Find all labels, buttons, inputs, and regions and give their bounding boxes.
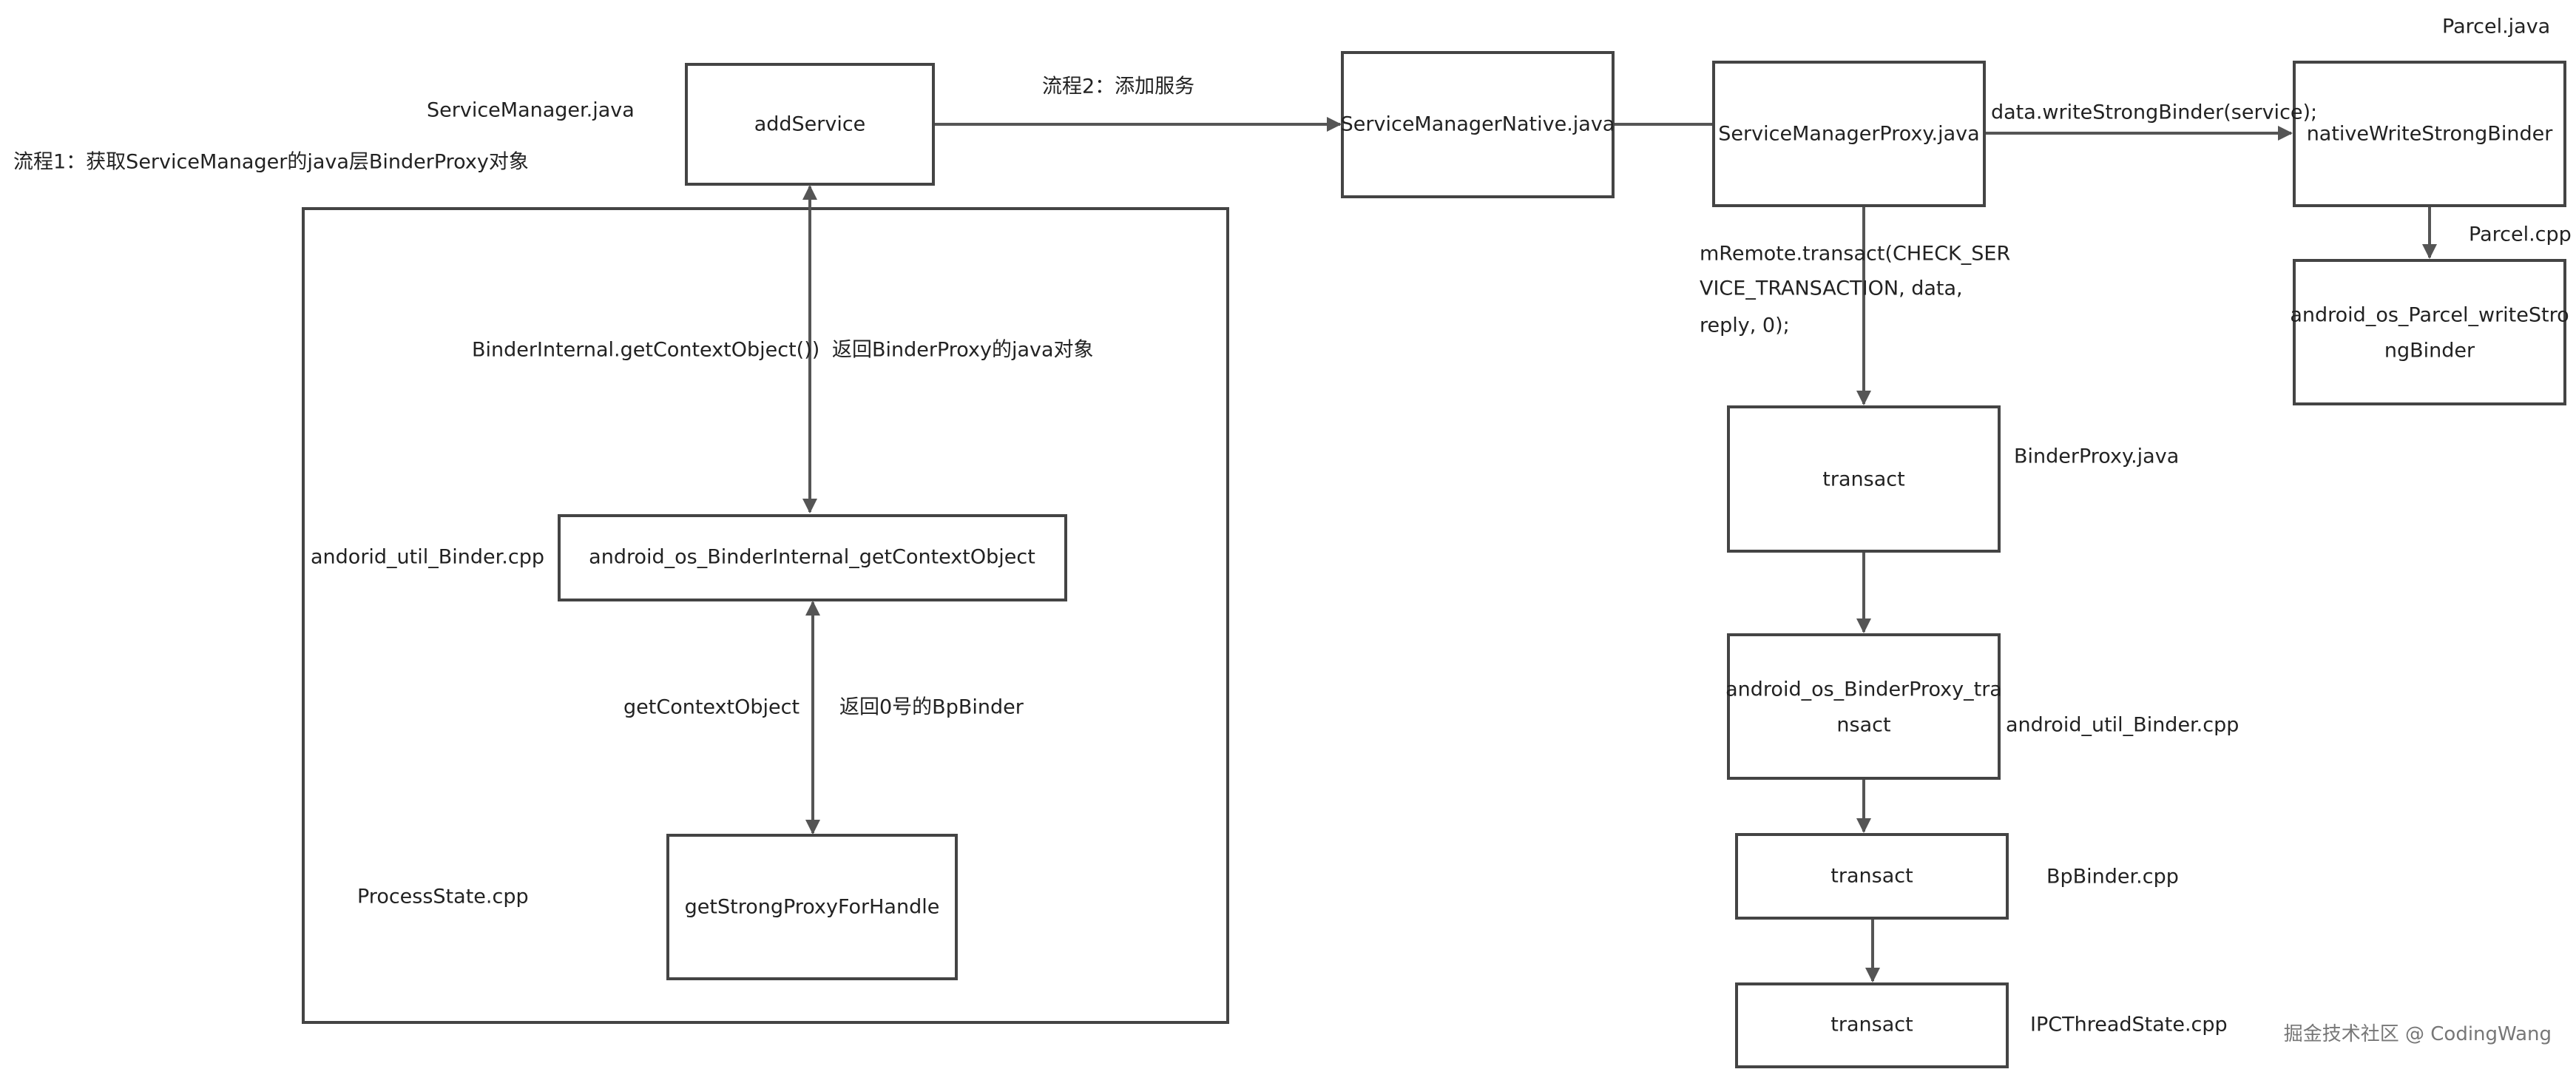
label-binder-proxy-java: BinderProxy.java [2014,445,2179,468]
node-android-os-parcel-write-strong-binder-box [2293,259,2566,405]
node-service-manager-native: ServiceManagerNative.java [1341,113,1615,136]
label-android-util-binder-cpp: android_util_Binder.cpp [2006,714,2239,737]
label-service-manager-java: ServiceManager.java [427,99,635,122]
node-add-service: addService [754,113,866,136]
node-transact-binder-proxy: transact [1822,468,1904,491]
label-remote-transact-line3: reply, 0); [1700,314,1790,337]
node-binder-proxy-transact-box [1727,633,2001,780]
node-service-manager-native-box [1341,51,1615,198]
node-transact-ipc-thread-state-box [1735,982,2009,1068]
node-android-os-parcel-write-strong-binder-line2: ngBinder [2384,340,2475,363]
node-get-strong-proxy-for-handle-box [666,834,958,980]
node-service-manager-proxy: ServiceManagerProxy.java [1718,123,1979,146]
label-remote-transact-line1: mRemote.transact(CHECK_SER [1700,243,2010,266]
label-flow2: 流程2：添加服务 [1042,75,1194,98]
label-binder-internal-get-context: BinderInternal.getContextObject()) [472,339,819,362]
node-transact-ipc-thread-state: transact [1830,1014,1913,1036]
label-ipc-thread-state-cpp: IPCThreadState.cpp [2030,1014,2228,1036]
label-process-state-cpp: ProcessState.cpp [357,886,529,908]
label-bp-binder-cpp: BpBinder.cpp [2046,866,2179,889]
label-get-context-object: getContextObject [623,696,799,719]
node-native-write-strong-binder-box [2293,61,2566,207]
process-frame [302,207,1229,1024]
node-transact-binder-proxy-box [1727,405,2001,553]
label-return-bp-binder: 返回0号的BpBinder [839,696,1024,719]
label-parcel-java: Parcel.java [2442,16,2550,38]
node-native-write-strong-binder: nativeWriteStrongBinder [2307,123,2554,146]
node-binder-proxy-transact-line2: nsact [1836,714,1890,737]
label-flow1: 流程1：获取ServiceManager的java层BinderProxy对象 [13,151,529,174]
node-binder-proxy-transact-line1: android_os_BinderProxy_tra [1725,678,2002,701]
node-service-manager-proxy-box [1712,61,1986,207]
node-transact-bp-binder-box [1735,833,2009,920]
label-write-strong-binder-call: data.writeStrongBinder(service); [1991,101,2317,124]
label-parcel-cpp: Parcel.cpp [2469,223,2572,246]
node-transact-bp-binder: transact [1830,865,1913,888]
label-return-binder-proxy: 返回BinderProxy的java对象 [832,339,1094,362]
node-binder-internal-get-context-object: android_os_BinderInternal_getContextObje… [589,546,1035,569]
node-android-os-parcel-write-strong-binder-line1: android_os_Parcel_writeStro [2290,304,2569,327]
node-binder-internal-get-context-object-box [558,514,1067,601]
node-get-strong-proxy-for-handle: getStrongProxyForHandle [685,896,940,919]
node-add-service-box [685,63,935,186]
label-andorid-util-binder-cpp: andorid_util_Binder.cpp [311,546,544,569]
label-remote-transact-line2: VICE_TRANSACTION, data, [1700,277,1963,300]
watermark: 掘金技术社区 @ CodingWang [2284,1023,2552,1045]
